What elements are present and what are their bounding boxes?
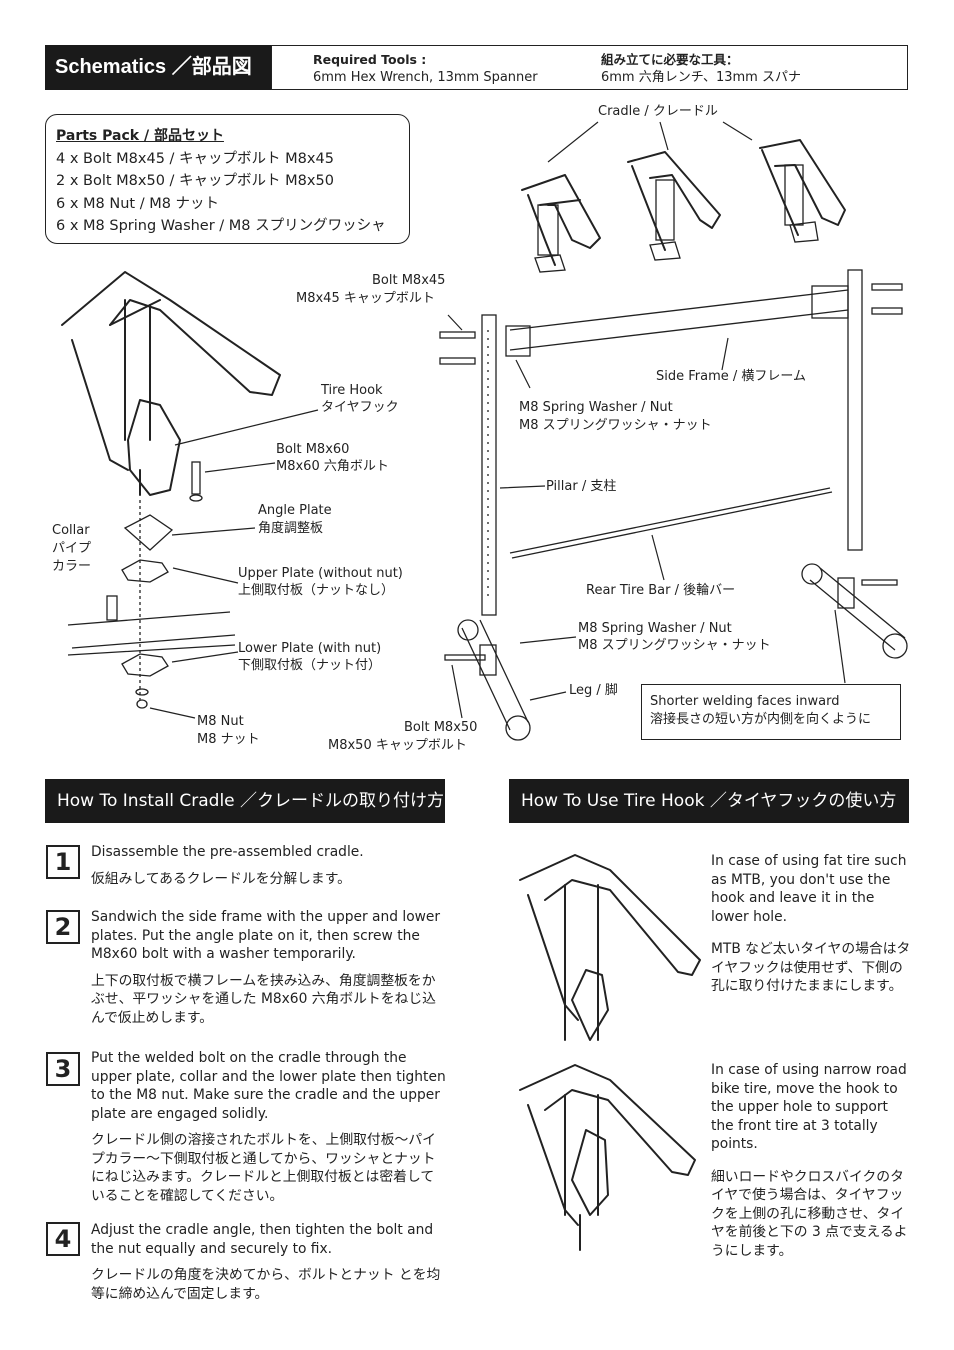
install-section-title: How To Install Cradle ／クレードルの取り付け方 — [45, 779, 445, 823]
tools-heading-ja: 組み立てに必要な工具： — [601, 52, 739, 67]
step-number-1: 1 — [46, 845, 80, 879]
label-bolt60-en: Bolt M8x60 — [276, 442, 350, 457]
fat-tire-en: In case of using fat tire such as MTB, y… — [711, 853, 907, 925]
label-bolt50-ja: M8x50 キャップボルト — [328, 738, 467, 753]
label-bolt45-en: Bolt M8x45 — [372, 273, 446, 288]
step-2-en: Sandwich the side frame with the upper a… — [91, 909, 441, 962]
label-angle-plate-ja: 角度調整板 — [258, 521, 324, 536]
step-2-text: Sandwich the side frame with the upper a… — [91, 908, 446, 1035]
pillar-illustration — [481, 314, 497, 616]
pillar-illustration-right — [847, 269, 863, 551]
angle-plate-shape — [123, 514, 174, 551]
cradle-illustration-2 — [627, 151, 721, 261]
step-number-4: 4 — [46, 1222, 80, 1256]
label-washer-nut2-en: M8 Spring Washer / Nut — [578, 621, 732, 636]
tools-ja: 組み立てに必要な工具： 6mm 六角レンチ、13mm スパナ — [601, 51, 801, 86]
step-4-en: Adjust the cradle angle, then tighten th… — [91, 1222, 434, 1257]
label-m8nut-en: M8 Nut — [197, 714, 244, 729]
parts-item: 6 x M8 Spring Washer / M8 スプリングワッシャ — [56, 218, 386, 234]
parts-pack-heading: Parts Pack / 部品セット — [56, 128, 224, 144]
label-upper-plate-en: Upper Plate (without nut) — [238, 566, 403, 581]
label-lower-plate-ja: 下側取付板（ナット付） — [238, 658, 382, 673]
step-4-ja: クレードルの角度を決めてから、ボルトとナット とを均等に締め込んで固定します。 — [91, 1267, 441, 1302]
step-number-3: 3 — [46, 1052, 80, 1086]
step-3-text: Put the welded bolt on the cradle throug… — [91, 1049, 446, 1213]
label-bolt60-ja: M8x60 六角ボルト — [276, 459, 389, 474]
parts-item: 2 x Bolt M8x50 / キャップボルト M8x50 — [56, 173, 334, 189]
road-tire-en: In case of using narrow road bike tire, … — [711, 1062, 907, 1152]
fat-tire-ja: MTB など太いタイヤの場合はタイヤフックは使用せず、下側の孔に取り付けたままに… — [711, 941, 911, 994]
step-1-text: Disassemble the pre-assembled cradle. 仮組… — [91, 843, 446, 896]
label-washer-nut-en: M8 Spring Washer / Nut — [519, 400, 673, 415]
upper-plate-shape — [121, 559, 169, 583]
welding-note-box: Shorter welding faces inward 溶接長さの短い方が内側… — [641, 684, 901, 740]
step-3-ja: クレードル側の溶接されたボルトを、上側取付板〜パイプカラー〜下側取付板と通してか… — [91, 1132, 436, 1204]
label-washer-nut2-ja: M8 スプリングワッシャ・ナット — [578, 638, 771, 653]
step-4-text: Adjust the cradle angle, then tighten th… — [91, 1221, 446, 1311]
tools-en: Required Tools : 6mm Hex Wrench, 13mm Sp… — [313, 51, 538, 86]
label-angle-plate-en: Angle Plate — [258, 503, 332, 518]
leg-illustration-left — [444, 619, 531, 741]
welding-note-en: Shorter welding faces inward — [650, 694, 840, 709]
welding-note-ja: 溶接長さの短い方が内側を向くように — [650, 712, 872, 727]
side-frame-illustration — [505, 285, 849, 357]
label-cradle: Cradle / クレードル — [598, 104, 718, 119]
cradle-illustration-3 — [759, 139, 846, 243]
lower-plate-shape — [121, 653, 169, 677]
label-side-frame: Side Frame / 横フレーム — [656, 369, 807, 384]
parts-pack-box: Parts Pack / 部品セット 4 x Bolt M8x45 / キャップ… — [45, 114, 410, 244]
label-rear-tire-bar: Rear Tire Bar / 後輪バー — [586, 583, 736, 598]
cradle-illustration-1 — [521, 174, 601, 273]
leg-illustration-right — [801, 563, 908, 659]
tools-list-ja: 6mm 六角レンチ、13mm スパナ — [601, 70, 801, 85]
label-upper-plate-ja: 上側取付板（ナットなし） — [238, 583, 395, 598]
tools-list-en: 6mm Hex Wrench, 13mm Spanner — [313, 70, 538, 85]
step-number-2: 2 — [46, 910, 80, 944]
label-bolt45-ja: M8x45 キャップボルト — [296, 291, 435, 306]
required-tools-box — [271, 45, 908, 90]
label-leg: Leg / 脚 — [569, 683, 618, 698]
label-bolt50-en: Bolt M8x50 — [404, 720, 478, 735]
page-title: Schematics ／部品図 — [45, 45, 271, 90]
label-m8nut-ja: M8 ナット — [197, 732, 260, 747]
label-tire-hook-ja: タイヤフック — [321, 400, 399, 415]
parts-item: 6 x M8 Nut / M8 ナット — [56, 195, 220, 212]
step-2-ja: 上下の取付板で横フレームを挟み込み、角度調整板をかぶせ、平ワッシャを通した M8… — [91, 972, 436, 1026]
label-lower-plate-en: Lower Plate (with nut) — [238, 641, 382, 656]
large-cradle-illustration — [61, 271, 281, 496]
tire-hook-illustration-fat — [519, 854, 701, 1041]
road-tire-text: In case of using narrow road bike tire, … — [711, 1061, 911, 1274]
label-washer-nut-ja: M8 スプリングワッシャ・ナット — [519, 418, 712, 433]
parts-item: 4 x Bolt M8x45 / キャップボルト M8x45 — [56, 150, 334, 167]
step-1-en: Disassemble the pre-assembled cradle. — [91, 844, 364, 860]
label-pillar: Pillar / 支柱 — [546, 479, 617, 494]
label-collar-en: Collar — [52, 523, 90, 538]
step-3-en: Put the welded bolt on the cradle throug… — [91, 1050, 446, 1122]
step-1-ja: 仮組みしてあるクレードルを分解します。 — [91, 870, 351, 887]
road-tire-ja: 細いロードやクロスバイクのタイヤで使う場合は、タイヤフックを上側の孔に移動させ、… — [711, 1168, 908, 1259]
collar-shape — [106, 595, 118, 621]
tools-heading-en: Required Tools : — [313, 52, 427, 67]
tire-hook-section-title: How To Use Tire Hook ／タイヤフックの使い方 — [509, 779, 909, 823]
fat-tire-text: In case of using fat tire such as MTB, y… — [711, 852, 911, 1010]
rear-tire-bar-illustration — [509, 487, 833, 559]
label-collar-ja: パイプ — [52, 541, 92, 556]
tire-hook-illustration-road — [519, 1064, 696, 1251]
label-collar-ja2: カラー — [52, 559, 92, 574]
label-tire-hook-en: Tire Hook — [321, 383, 383, 398]
